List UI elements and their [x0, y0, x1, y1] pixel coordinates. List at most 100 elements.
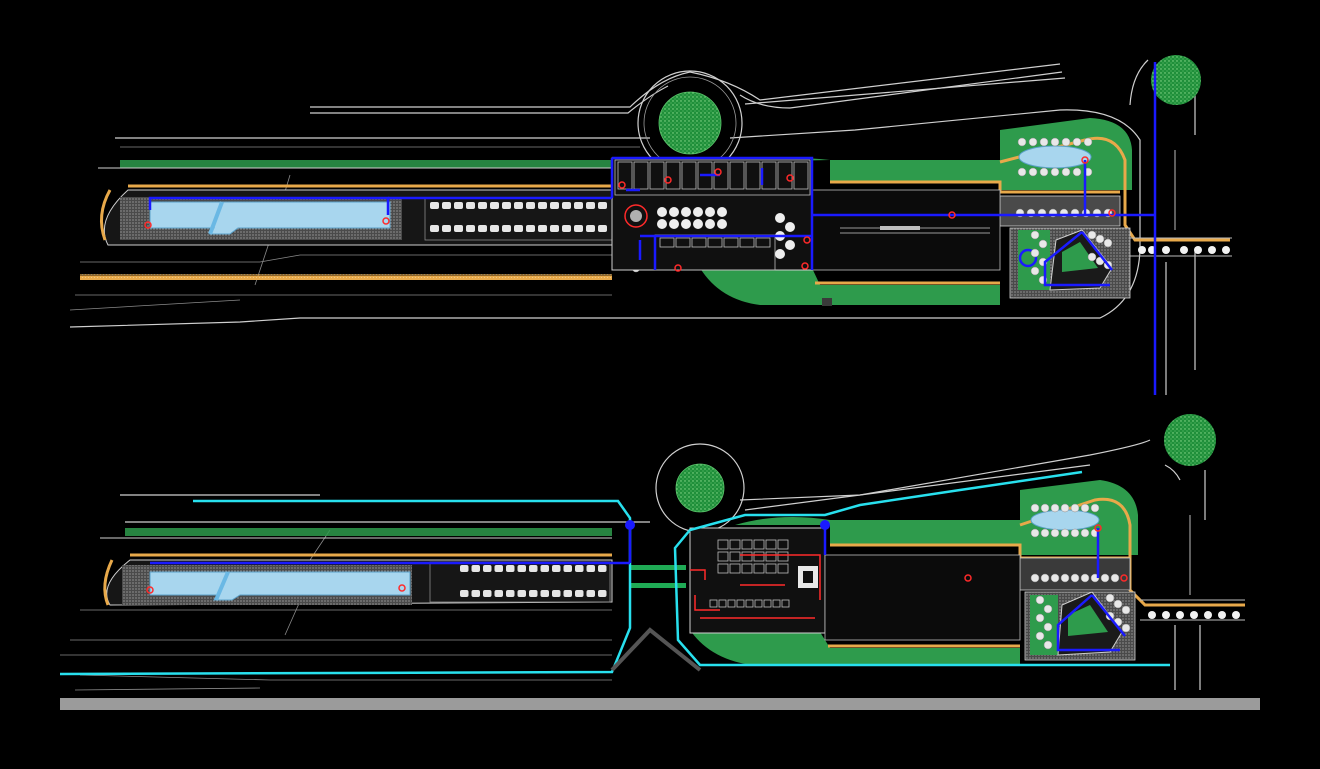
shrub-icon: [1110, 573, 1120, 583]
shrub-icon: [1050, 137, 1060, 147]
room-outline: [745, 161, 761, 190]
parked-car-icon: [574, 225, 583, 232]
bollard-icon: [1204, 611, 1212, 619]
room-outline: [633, 161, 649, 190]
parked-car-icon: [586, 202, 595, 209]
bollard-icon: [1222, 246, 1230, 254]
parked-car-icon: [494, 565, 503, 572]
shrub-icon: [1070, 573, 1080, 583]
hydrant-marker-icon: [1108, 209, 1116, 217]
room-outline: [717, 563, 729, 574]
parked-car-icon: [517, 590, 526, 597]
room-outline: [765, 539, 777, 550]
shrub-icon: [1060, 528, 1070, 538]
parked-car-icon: [502, 202, 511, 209]
hydrant-marker-icon: [1081, 156, 1089, 164]
shrub-icon: [1083, 137, 1093, 147]
parked-car-icon: [529, 565, 538, 572]
bollard-icon: [1232, 611, 1240, 619]
parked-car-icon: [454, 225, 463, 232]
lower-green-verge: [125, 528, 612, 536]
plaza-tree-icon: [717, 207, 727, 217]
room-outline: [729, 539, 741, 550]
room-outline: [717, 539, 729, 550]
shrub-icon: [1103, 238, 1113, 248]
parked-car-icon: [517, 565, 526, 572]
shrub-icon: [1035, 631, 1045, 641]
upper-fountain-icon: [1018, 248, 1038, 268]
room-outline: [765, 563, 777, 574]
shrub-icon: [1087, 230, 1097, 240]
plaza-tree-icon: [693, 207, 703, 217]
parked-car-icon: [430, 225, 439, 232]
room-outline: [717, 551, 729, 562]
upper-right-tree-icon: [1151, 55, 1201, 105]
room-outline: [753, 539, 765, 550]
shrub-icon: [1043, 640, 1053, 650]
room-outline: [649, 161, 665, 190]
upper-pond: [1018, 145, 1092, 169]
shrub-icon: [1040, 503, 1050, 513]
plaza-tree-icon: [717, 219, 727, 229]
shrub-icon: [1121, 623, 1131, 633]
bollard-icon: [1162, 246, 1170, 254]
parked-car-icon: [490, 225, 499, 232]
parked-car-icon: [526, 202, 535, 209]
parked-car-icon: [454, 202, 463, 209]
parked-car-icon: [540, 565, 549, 572]
plaza-tree-icon: [681, 219, 691, 229]
lower-blue-pipe-network: [150, 525, 1126, 652]
parked-car-icon: [586, 590, 595, 597]
plaza-tree-icon: [657, 207, 667, 217]
shrub-icon: [1017, 137, 1027, 147]
shrub-icon: [1035, 613, 1045, 623]
parked-car-icon: [575, 590, 584, 597]
room-outline: [718, 599, 727, 608]
room-outline: [659, 237, 675, 248]
lower-valve-icon: [820, 520, 830, 530]
parked-car-icon: [442, 225, 451, 232]
shrub-icon: [1070, 528, 1080, 538]
shrub-icon: [1039, 167, 1049, 177]
shrub-icon: [1035, 595, 1045, 605]
hydrant-marker-icon: [714, 168, 722, 176]
shrub-icon: [1017, 167, 1027, 177]
lower-road-dim-lines: [60, 529, 612, 691]
room-outline: [741, 539, 753, 550]
plaza-tree-icon: [669, 219, 679, 229]
shrub-icon: [1043, 622, 1053, 632]
lower-right-tree-icon: [1164, 414, 1216, 466]
shrub-icon: [1060, 573, 1070, 583]
parked-car-icon: [563, 565, 572, 572]
shrub-icon: [1028, 137, 1038, 147]
shrub-icon: [1030, 503, 1040, 513]
parked-car-icon: [471, 590, 480, 597]
shrub-icon: [1080, 503, 1090, 513]
plaza-tree-icon: [785, 222, 795, 232]
parked-car-icon: [550, 225, 559, 232]
hydrant-marker-icon: [674, 264, 682, 272]
shrub-icon: [1050, 573, 1060, 583]
parked-car-icon: [471, 565, 480, 572]
parked-car-icon: [586, 225, 595, 232]
parked-car-icon: [478, 225, 487, 232]
bollard-icon: [1176, 611, 1184, 619]
upper-green-verge: [120, 160, 612, 168]
room-outline: [709, 599, 718, 608]
plaza-tree-icon: [785, 240, 795, 250]
shrub-icon: [1030, 528, 1040, 538]
room-outline: [777, 563, 789, 574]
upper-blue-pipe-network: [148, 62, 1157, 395]
room-outline: [617, 161, 633, 190]
room-outline: [729, 551, 741, 562]
parked-car-icon: [598, 590, 607, 597]
shrub-icon: [1030, 573, 1040, 583]
bollard-icon: [1180, 246, 1188, 254]
lower-valve-icon: [625, 520, 635, 530]
room-outline: [763, 599, 772, 608]
room-outline: [777, 551, 789, 562]
hydrant-marker-icon: [664, 176, 672, 184]
room-outline: [675, 237, 691, 248]
hydrant-marker-icon: [801, 262, 809, 270]
room-outline: [745, 599, 754, 608]
